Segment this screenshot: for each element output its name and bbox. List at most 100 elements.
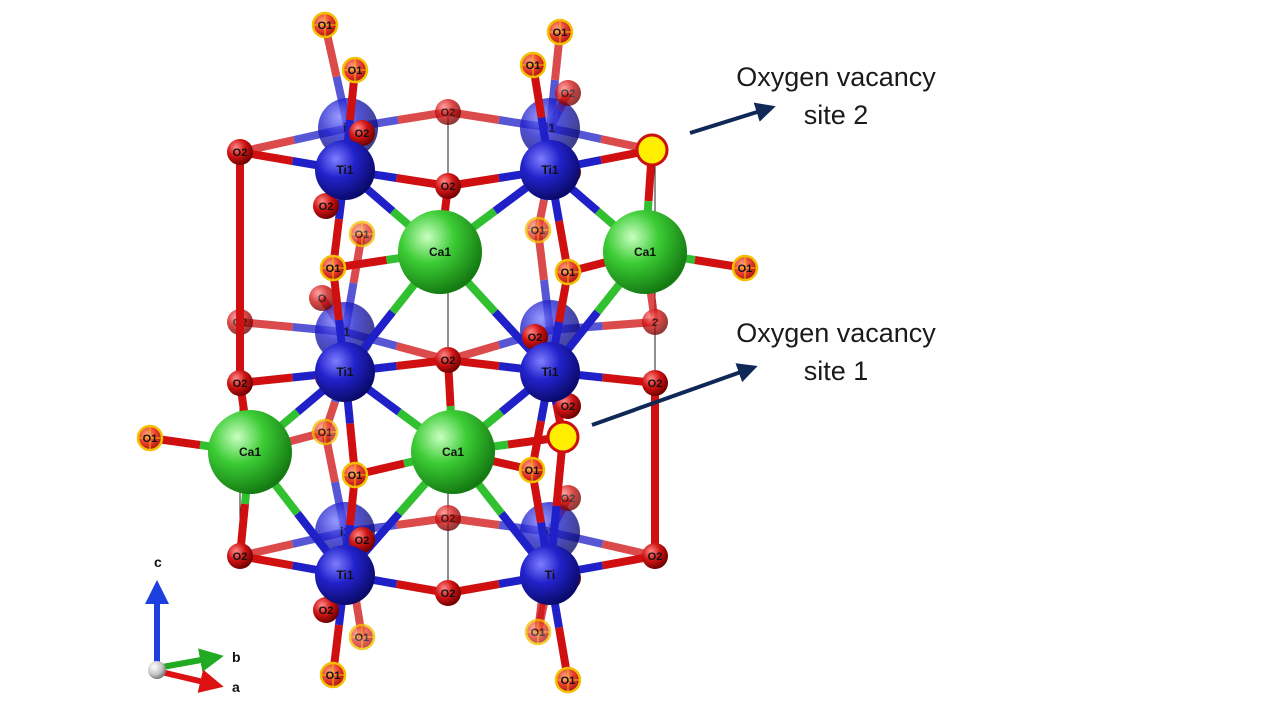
atom-sphere bbox=[227, 370, 253, 396]
atom-sphere bbox=[349, 120, 375, 146]
atom-sphere bbox=[555, 80, 581, 106]
atom-ti-f1: Ti1 bbox=[315, 140, 375, 200]
atom-label: O2 bbox=[233, 147, 248, 159]
atom-ti-f3: Ti1 bbox=[315, 342, 375, 402]
atom-o1-11: O1 bbox=[319, 661, 347, 689]
atom-o1-7: O1 bbox=[731, 254, 759, 282]
atom-o2-15: O2 bbox=[642, 543, 668, 569]
atom-sphere bbox=[227, 139, 253, 165]
atom-label: O2 bbox=[319, 201, 334, 213]
atom-label: O1 bbox=[561, 675, 576, 687]
axis-a-arrow bbox=[156, 668, 224, 693]
atom-sphere bbox=[603, 210, 687, 294]
atom-sphere bbox=[315, 545, 375, 605]
atom-sphere bbox=[642, 370, 668, 396]
axis-b-arrow bbox=[156, 648, 224, 672]
atom-label: Ti bbox=[545, 568, 555, 582]
atom-label: O1 bbox=[531, 225, 546, 237]
annotation-arrows bbox=[591, 102, 776, 427]
vacancy-marker bbox=[635, 133, 669, 167]
atom-label: O1 bbox=[348, 65, 363, 77]
atom-sphere bbox=[398, 210, 482, 294]
atom-o2-b7: O bbox=[309, 285, 335, 311]
atom-label: O bbox=[318, 293, 327, 305]
atom-o1-8: O1 bbox=[136, 424, 164, 452]
annotation-line: Oxygen vacancy bbox=[736, 62, 936, 92]
atom-label: Ca1 bbox=[634, 245, 656, 259]
atom-o2-14: O2 bbox=[349, 527, 375, 553]
atom-label: O2 bbox=[355, 535, 370, 547]
atom-ca-4: Ca1 bbox=[411, 410, 495, 494]
atom-label: O2 bbox=[355, 128, 370, 140]
annotation-vacancy-site-1: Oxygen vacancy site 1 bbox=[716, 314, 956, 390]
atom-o1-2: O1 bbox=[546, 18, 574, 46]
atom-label: O2 bbox=[319, 605, 334, 617]
atom-sphere bbox=[642, 543, 668, 569]
atom-o2-1: O2 bbox=[227, 139, 253, 165]
atom-o2-b2: O2 bbox=[555, 80, 581, 106]
atom-label: O1 bbox=[525, 465, 540, 477]
atom-vac-2 bbox=[635, 133, 669, 167]
atom-label: O1 bbox=[553, 27, 568, 39]
atom-label: i1 bbox=[545, 121, 555, 135]
atom-sphere bbox=[313, 193, 339, 219]
axis-a-label: a bbox=[232, 679, 240, 695]
atom-o2-2: O2 bbox=[435, 173, 461, 199]
atom-ti-f6: Ti bbox=[520, 545, 580, 605]
atom-label: Ti1 bbox=[541, 365, 558, 379]
annotation-line: site 1 bbox=[803, 356, 869, 386]
atom-label: O2 bbox=[561, 493, 576, 505]
atom-o1-b2: O1 bbox=[524, 216, 552, 244]
atom-o1-b4: O1 bbox=[524, 618, 552, 646]
atom-label: O2 bbox=[441, 588, 456, 600]
atom-o2-5: O2 bbox=[313, 193, 339, 219]
atom-o2-10: O2 bbox=[642, 370, 668, 396]
atom-label: O2 bbox=[441, 107, 456, 119]
atom-sphere bbox=[435, 347, 461, 373]
atom-label: Ca1 bbox=[442, 445, 464, 459]
atom-label: O1 bbox=[318, 427, 333, 439]
atom-o2-13: O2 bbox=[435, 580, 461, 606]
atom-label: O1 bbox=[355, 229, 370, 241]
atom-sphere bbox=[520, 545, 580, 605]
atom-ca-3: Ca1 bbox=[208, 410, 292, 494]
atom-o1-5: O1 bbox=[319, 254, 347, 282]
atom-sphere bbox=[520, 98, 580, 158]
atom-sphere bbox=[435, 505, 461, 531]
atom-vac-1 bbox=[546, 420, 580, 454]
atom-label: Ti1 bbox=[336, 568, 353, 582]
atom-label: O1 bbox=[526, 60, 541, 72]
annotation-arrow-vacancy-site-2 bbox=[689, 102, 776, 135]
atom-label: O2 bbox=[648, 551, 663, 563]
atom-sphere bbox=[520, 342, 580, 402]
axis-b-label: b bbox=[232, 649, 241, 665]
atom-ti-f4: Ti1 bbox=[520, 342, 580, 402]
atom-sphere bbox=[520, 502, 580, 562]
atom-o1-6: O1 bbox=[554, 258, 582, 286]
atom-ca-2: Ca1 bbox=[603, 210, 687, 294]
atom-label: O2 bbox=[528, 332, 543, 344]
atom-label: i1 bbox=[340, 325, 350, 339]
atom-o1-b3: O1 bbox=[311, 418, 339, 446]
atom-ti-f2: Ti1 bbox=[520, 140, 580, 200]
atom-label: O2 bbox=[233, 378, 248, 390]
atom-label: 2 bbox=[652, 317, 658, 329]
annotation-arrow-vacancy-site-1 bbox=[591, 363, 758, 427]
atom-sphere bbox=[349, 527, 375, 553]
atom-label: O2 bbox=[561, 401, 576, 413]
atom-sphere bbox=[315, 140, 375, 200]
atom-label: O2 bbox=[441, 513, 456, 525]
atom-sphere bbox=[227, 543, 253, 569]
atom-o2-b1: O2 bbox=[435, 99, 461, 125]
atom-label: Ti1 bbox=[336, 365, 353, 379]
atom-o1-9: O1 bbox=[341, 461, 369, 489]
annotation-line: Oxygen vacancy bbox=[736, 318, 936, 348]
atom-label: O1 bbox=[738, 263, 753, 275]
atom-label: O1 bbox=[143, 433, 158, 445]
atom-label: i1 bbox=[340, 525, 350, 539]
atom-label: O1 bbox=[318, 20, 333, 32]
atom-sphere bbox=[520, 140, 580, 200]
atom-sphere bbox=[315, 342, 375, 402]
atom-ca-1: Ca1 bbox=[398, 210, 482, 294]
